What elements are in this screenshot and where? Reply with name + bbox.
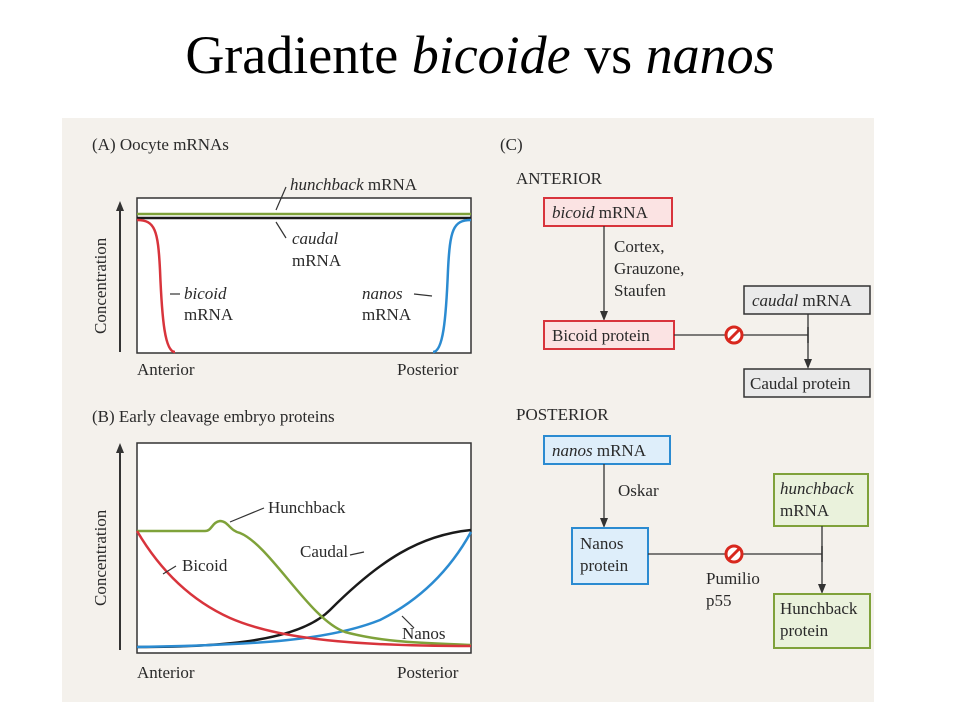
nanos-mrna-box-label: nanos mRNA bbox=[552, 441, 647, 460]
panel-b-label: (B) Early cleavage embryo proteins bbox=[92, 407, 335, 426]
bicoid-mrna-curve bbox=[136, 218, 176, 354]
cofactor-staufen: Staufen bbox=[614, 281, 666, 300]
caudal-protein-box-label: Caudal protein bbox=[750, 374, 851, 393]
nanos-protein-leader bbox=[401, 615, 415, 629]
hunchback-mrna-leader bbox=[275, 186, 287, 211]
nanos-mrna-leader bbox=[413, 293, 433, 297]
inhibit-icon bbox=[724, 325, 744, 345]
panel-a-y-axis-label: Concentration bbox=[91, 237, 110, 334]
posterior-heading: POSTERIOR bbox=[516, 405, 609, 424]
pumilio-label: Pumilio bbox=[706, 569, 760, 588]
hunchback-protein-box-label-2: protein bbox=[780, 621, 829, 640]
caudal-mrna-leader bbox=[275, 221, 287, 239]
nanos-protein-box-label-2: protein bbox=[580, 556, 629, 575]
nanos-protein-box bbox=[571, 527, 649, 585]
hunchback-protein-box bbox=[773, 593, 871, 649]
panel-b-y-axis-label: Concentration bbox=[91, 509, 110, 606]
nanos-mrna-box bbox=[543, 435, 671, 465]
hunchback-protein-curve bbox=[137, 519, 472, 647]
hunchback-mrna-box bbox=[773, 473, 869, 527]
panel-a-plot-frame bbox=[136, 197, 472, 354]
caudal-mrna-label-2: mRNA bbox=[292, 251, 342, 270]
oskar-label: Oskar bbox=[618, 481, 659, 500]
panel-b: (B) Early cleavage embryo proteins Conce… bbox=[91, 407, 473, 682]
panel-c: (C) ANTERIOR bicoid mRNA Cortex, Grauzon… bbox=[500, 135, 871, 649]
panel-a-x-right: Posterior bbox=[397, 360, 459, 379]
caudal-mrna-box-label: caudal mRNA bbox=[752, 291, 852, 310]
bicoid-mrna-label-2: mRNA bbox=[184, 305, 234, 324]
nanos-mrna-curve bbox=[432, 218, 472, 354]
panel-b-plot-frame bbox=[136, 442, 472, 654]
nanos-protein-box-label: Nanos bbox=[580, 534, 623, 553]
panel-c-label: (C) bbox=[500, 135, 523, 154]
inhibit-icon bbox=[724, 544, 744, 564]
hunchback-protein-label: Hunchback bbox=[268, 498, 346, 517]
panel-b-x-right: Posterior bbox=[397, 663, 459, 682]
nanos-mrna-label: nanos bbox=[362, 284, 403, 303]
caudal-protein-box bbox=[743, 368, 871, 398]
caudal-protein-label: Caudal bbox=[300, 542, 348, 561]
hunchback-mrna-box-label-2: mRNA bbox=[780, 501, 830, 520]
bicoid-protein-curve bbox=[135, 530, 472, 648]
bicoid-protein-label: Bicoid bbox=[182, 556, 228, 575]
bicoid-protein-leader bbox=[162, 565, 177, 575]
hunchback-mrna-label: hunchback mRNA bbox=[290, 175, 418, 194]
hunchback-protein-box-label: Hunchback bbox=[780, 599, 858, 618]
p55-label: p55 bbox=[706, 591, 732, 610]
bicoid-protein-box bbox=[543, 320, 675, 350]
panel-a-label: (A) Oocyte mRNAs bbox=[92, 135, 229, 154]
nanos-protein-label: Nanos bbox=[402, 624, 445, 643]
hunchback-mrna-box-label: hunchback bbox=[780, 479, 854, 498]
cofactor-grauzone: Grauzone, bbox=[614, 259, 684, 278]
anterior-heading: ANTERIOR bbox=[516, 169, 603, 188]
caudal-mrna-box bbox=[743, 285, 871, 315]
bicoid-mrna-label: bicoid bbox=[184, 284, 227, 303]
caudal-protein-leader bbox=[349, 551, 365, 556]
nanos-mrna-label-2: mRNA bbox=[362, 305, 412, 324]
panel-b-x-left: Anterior bbox=[137, 663, 195, 682]
panel-a-x-left: Anterior bbox=[137, 360, 195, 379]
nanos-protein-curve bbox=[136, 531, 473, 649]
bicoid-mrna-box bbox=[543, 197, 673, 227]
bicoid-protein-box-label: Bicoid protein bbox=[552, 326, 650, 345]
panel-a: (A) Oocyte mRNAs Concentration hunchback… bbox=[91, 135, 472, 379]
cofactor-cortex: Cortex, bbox=[614, 237, 665, 256]
hunchback-protein-leader bbox=[229, 507, 265, 523]
slide-title: Gradiente bicoide vs nanos bbox=[185, 25, 775, 85]
caudal-mrna-label: caudal bbox=[292, 229, 339, 248]
bicoid-mrna-box-label: bicoid mRNA bbox=[552, 203, 649, 222]
